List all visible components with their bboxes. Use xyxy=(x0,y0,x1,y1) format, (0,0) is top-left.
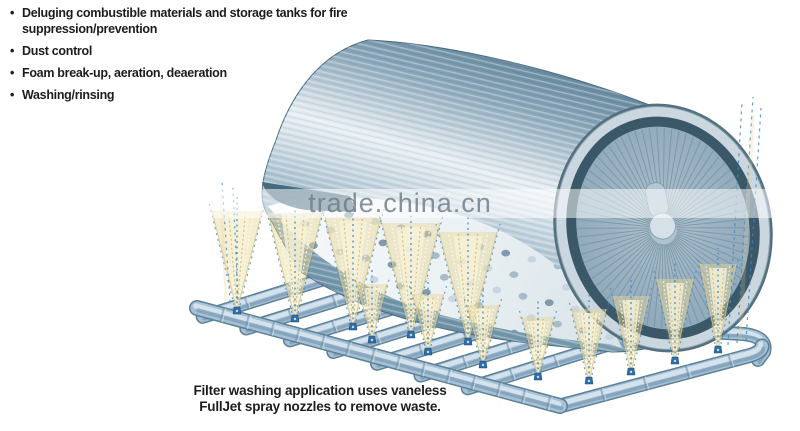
bullet-item: • Washing/rinsing xyxy=(10,87,366,103)
figure-caption: Filter washing application uses vaneless… xyxy=(110,383,530,415)
bullet-icon: • xyxy=(10,44,15,58)
caption-line-1: Filter washing application uses vaneless xyxy=(193,383,447,398)
spray-manifold-header-pipes xyxy=(189,300,770,414)
caption-line-2: FullJet spray nozzles to remove waste. xyxy=(199,399,441,414)
bullet-text: Dust control xyxy=(22,44,93,58)
watermark: trade.china.cn xyxy=(0,189,800,218)
bullet-icon: • xyxy=(10,66,15,80)
feature-bullet-list: • Deluging combustible materials and sto… xyxy=(10,5,366,109)
bullet-item: • Dust control xyxy=(10,43,366,59)
bullet-item: • Deluging combustible materials and sto… xyxy=(10,5,366,37)
bullet-text: Deluging combustible materials and stora… xyxy=(22,6,348,36)
bullet-icon: • xyxy=(10,88,15,102)
bullet-text: Foam break-up, aeration, deaeration xyxy=(22,66,227,80)
spray-cones xyxy=(208,96,762,385)
bullet-icon: • xyxy=(10,6,15,20)
bullet-item: • Foam break-up, aeration, deaeration xyxy=(10,65,366,81)
bullet-text: Washing/rinsing xyxy=(22,88,115,102)
watermark-text: trade.china.cn xyxy=(308,188,492,218)
